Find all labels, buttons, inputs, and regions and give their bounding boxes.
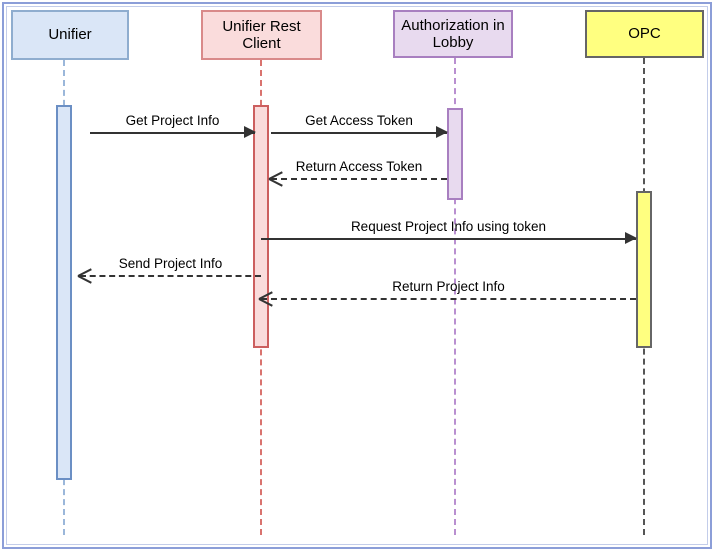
message-line <box>271 178 447 180</box>
message-label: Return Project Info <box>392 278 505 294</box>
message-label: Request Project Info using token <box>350 218 547 234</box>
message-line <box>90 132 255 134</box>
activation-bar-unifier-rest-client <box>253 105 269 348</box>
activation-bar-opc <box>636 191 652 348</box>
message-line <box>271 132 447 134</box>
activation-bar-unifier <box>56 105 72 480</box>
participant-label: Unifier <box>48 26 92 44</box>
lifeline-authorization-in-lobby <box>454 58 456 535</box>
participant-label: Authorization in Lobby <box>401 16 505 51</box>
arrowhead-filled-right-icon <box>244 126 256 138</box>
message-label: Get Project Info <box>125 112 220 128</box>
message-label: Return Access Token <box>295 158 423 174</box>
participant-box-unifier-rest-client[interactable]: Unifier Rest Client <box>201 10 322 60</box>
participant-label: OPC <box>628 25 661 43</box>
arrowhead-filled-right-icon <box>625 232 637 244</box>
activation-bar-authorization-in-lobby <box>447 108 463 200</box>
participant-box-unifier[interactable]: Unifier <box>11 10 129 60</box>
message-line <box>261 238 636 240</box>
arrowhead-filled-right-icon <box>436 126 448 138</box>
message-label: Get Access Token <box>305 112 413 128</box>
participant-box-opc[interactable]: OPC <box>585 10 704 58</box>
participant-label: Unifier Rest Client <box>222 17 301 52</box>
participant-box-authorization-in-lobby[interactable]: Authorization in Lobby <box>393 10 513 58</box>
message-line <box>80 275 261 277</box>
message-line <box>261 298 636 300</box>
message-label: Send Project Info <box>118 255 223 271</box>
